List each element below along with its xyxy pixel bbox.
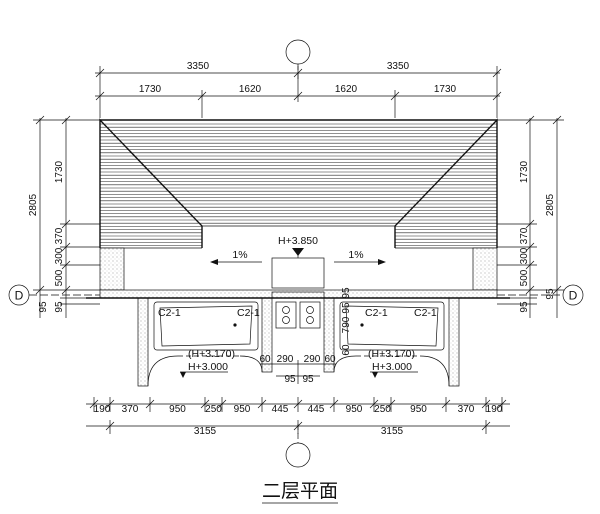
dim-right-small-1: 95 [519,301,530,313]
right-unit-label: C2-1 [414,307,437,319]
dim-center-290-right: 290 [304,354,321,365]
dim-top-overall-2: 3350 [387,61,410,72]
bottom-dim-tick [329,399,339,409]
roof-hatching [100,123,497,246]
bottom-dim-tick [257,399,267,409]
dim-top-overall-1: 3350 [187,61,210,72]
dim-bottom-part: 950 [169,404,186,415]
right-unit: C2-1 (H+3.170) H+3.000 [333,301,450,387]
dim-left-small-1: 95 [38,301,49,313]
dim-center-60-vertical: 60 [341,344,352,356]
right-dimensions: 2805 1730 370 300 500 95 95 [497,115,564,318]
dim-bottom-overall-1: 3155 [194,426,217,437]
dim-center-790: 790 [341,316,352,333]
center-label-left: C2-1 [237,307,260,319]
bottom-dimensions: 190 370 950 250 950 445 445 950 250 950 370 190 315… [86,397,510,437]
dim-right-part-1: 1730 [519,160,530,183]
roof-slope-left: 1% [232,249,247,261]
bottom-dim-tick [145,399,155,409]
dim-bottom-part: 370 [458,404,475,415]
dim-bottom-part: 445 [308,404,325,415]
dim-center-60-left: 60 [259,354,271,365]
axis-label-right: D [569,289,578,303]
axis-marker-right: D [497,284,584,306]
dim-bottom-part: 250 [374,404,391,415]
dim-right-part-4: 500 [519,269,530,286]
left-dimensions: 2805 1730 370 300 500 95 95 [28,115,100,318]
dim-right-overall: 2805 [545,193,556,216]
dim-top-part-2: 1620 [239,84,262,95]
dim-left-part-4: 500 [54,269,65,286]
walls [99,247,498,387]
dim-center-290-left: 290 [277,354,294,365]
bottom-dim-tick [481,399,491,409]
dim-bottom-part: 445 [272,404,289,415]
center-label-right: C2-1 [365,307,388,319]
dim-left-small-2: 95 [54,301,65,313]
bottom-dim-tick [105,399,115,409]
bottom-dim-tick [293,399,303,409]
bottom-dim-tick [217,399,227,409]
axis-marker-left: D [8,284,100,306]
dim-bottom-part: 370 [122,404,139,415]
dim-center-95-upper: 95 [341,287,352,299]
dim-left-overall: 2805 [28,193,39,216]
center-dimensions: 95 95 790 60 60 290 290 60 95 95 [259,287,352,385]
dim-bottom-part: 190 [486,404,503,415]
dim-bottom-overall-2: 3155 [381,426,404,437]
dim-top-part-4: 1730 [434,84,457,95]
bottom-dim-tick [441,399,451,409]
bottom-dim-tick [497,399,507,409]
dim-bottom-part: 950 [410,404,427,415]
dim-left-part-2: 370 [54,227,65,244]
left-unit-height-lower: H+3.000 [188,361,228,373]
dim-left-part-3: 300 [54,247,65,264]
right-unit-height-lower: H+3.000 [372,361,412,373]
left-unit: C2-1 (H+3.170) H+3.000 [147,301,263,387]
dim-right-part-2: 370 [519,227,530,244]
bottom-dim-tick [89,399,99,409]
bottom-dim-tick [386,399,396,409]
roof-outline [99,118,498,249]
bottom-dim-tick [369,399,379,409]
dim-top-part-1: 1730 [139,84,162,95]
right-unit-height-upper: (H+3.170) [368,348,415,360]
dim-bottom-part: 950 [346,404,363,415]
dim-top-part-3: 1620 [335,84,358,95]
dim-bottom-part: 250 [205,404,222,415]
dim-right-small-2: 95 [545,288,556,300]
left-unit-label: C2-1 [158,307,181,319]
dim-center-bottom-95-left: 95 [284,374,296,385]
roof-slope-right: 1% [348,249,363,261]
drawing-caption: 二层平面 [262,481,338,502]
axis-label-left: D [15,289,24,303]
center-fixtures: C2-1 C2-1 [237,301,388,329]
top-dimensions: 3350 3350 1730 1620 1620 1730 [95,61,502,118]
flat-roof-center: H+3.850 1% 1% [210,235,386,289]
dim-bottom-part: 950 [234,404,251,415]
dim-center-60-right: 60 [324,354,336,365]
dim-center-bottom-95-right: 95 [302,374,314,385]
dim-bottom-part: 190 [94,404,111,415]
left-unit-height-upper: (H+3.170) [188,348,235,360]
dim-left-part-1: 1730 [54,160,65,183]
bottom-dim-tick [200,399,210,409]
dim-right-part-3: 300 [519,247,530,264]
dim-center-95-lower: 95 [341,302,352,314]
roof-height-mark: H+3.850 [278,235,318,247]
